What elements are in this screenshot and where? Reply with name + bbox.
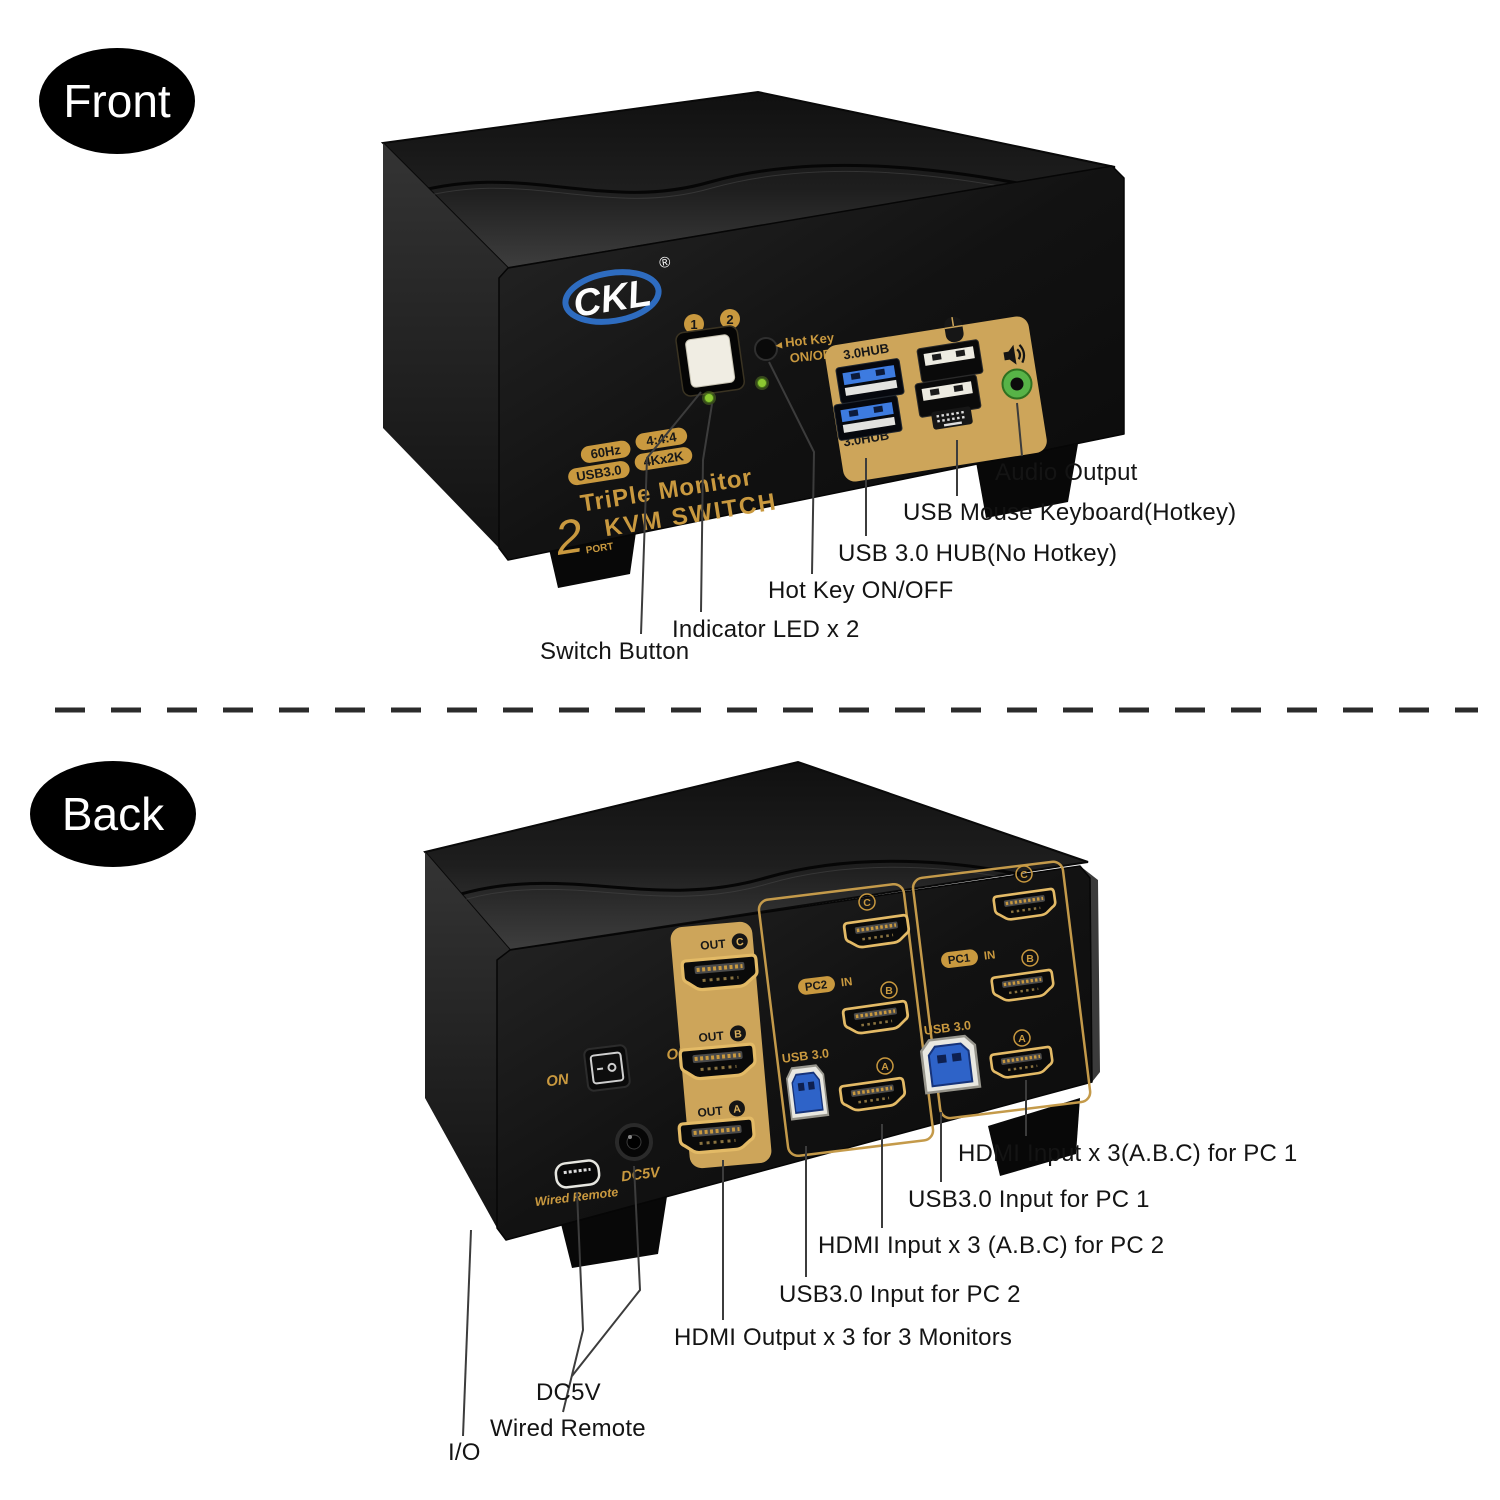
line-switch-button [640,391,702,635]
usb-kbm-port-2 [914,374,982,418]
usb-kbm-port-1 [916,339,984,383]
out-a-word: OUT [697,1104,724,1120]
dc5v-print: DC5V [620,1165,662,1186]
ckl-logo-reg: ® [658,254,672,273]
brand-port-word: PORT [585,541,614,556]
out-b-row: OUT B [698,1025,746,1045]
front-callout-lines [640,361,1023,635]
power-on-label: ON [545,1071,571,1091]
callout-dc5v: DC5V [536,1379,601,1406]
back-device-right-edge [1080,866,1100,1082]
hotkey-print-line1: Hot Key [784,330,835,350]
front-gold-panel: 3.0HUB 3.0HUB [825,316,1047,482]
pc1-letter-b: B [1026,953,1034,965]
keyboard-icon [931,406,973,430]
audio-jack [1001,368,1033,400]
pc1-badge-text: PC1 [947,952,971,967]
callout-hot-key: Hot Key ON/OFF [768,577,954,604]
out-a-row: OUT A [697,1100,745,1120]
callout-switch-button: Switch Button [540,638,690,665]
front-device: CKL ® 1 2 ◄ Hot Key ON/OFF [380,90,1125,588]
port-number-indicators: 1 2 [684,309,740,334]
pc1-panel: PC1 IN C B A USB 3.0 [911,860,1092,1120]
line-dc5v [571,1165,642,1377]
pc1-letter-c: C [1020,869,1028,881]
callout-hdmi-output: HDMI Output x 3 for 3 Monitors [674,1324,1013,1351]
front-device-left-face [383,143,508,548]
pc2-usb-b-port [784,1063,830,1121]
back-tag: Back [30,761,196,867]
back-device: ON OFF OUT C OUT B OUT [423,760,1100,1268]
usb3-hub-port-2 [833,395,903,441]
hotkey-button [754,337,778,361]
speaker-icon [1003,344,1026,365]
pc2-badge-text: PC2 [804,979,828,994]
callout-hdmi-input-pc1: HDMI Input x 3(A.B.C) for PC 1 [958,1140,1298,1167]
line-io [462,1229,472,1437]
badge-usb30: USB3.0 [575,462,622,484]
port-number-2: 2 [726,312,733,327]
line-wired-remote [562,1191,585,1413]
switch-button [675,325,746,397]
hub-label-top: 3.0HUB [842,340,890,362]
callout-usb-input-pc2: USB3.0 Input for PC 2 [779,1281,1021,1308]
callout-usb-mouse-keyboard: USB Mouse Keyboard(Hotkey) [903,499,1237,526]
callout-indicator-led: Indicator LED x 2 [672,616,860,643]
power-switch [583,1044,631,1092]
pc2-letter-b: B [885,985,893,997]
pc2-panel: PC2 IN C B A USB 3.0 [757,882,935,1158]
line-hot-key [768,361,816,575]
callout-io: I/O [448,1439,481,1466]
callout-wired-remote: Wired Remote [490,1415,646,1442]
pc1-usb-label: USB 3.0 [923,1018,972,1038]
out-b-word: OUT [698,1029,725,1045]
back-device-left-face [425,852,510,1228]
pc2-badge: PC2 IN [798,976,853,995]
out-c-row: OUT C [700,933,748,953]
front-foot-right [976,444,1078,518]
out-c-word: OUT [700,937,727,953]
badge-60hz: 60Hz [590,442,623,462]
front-tag: Front [39,48,195,154]
callout-audio-output: Audio Output [995,459,1138,486]
port-number-1: 1 [690,317,697,332]
pc2-letter-a: A [881,1061,889,1073]
front-tag-label: Front [63,75,171,127]
line-audio [1016,402,1023,457]
pc1-in-word: IN [983,949,996,962]
lid-seam [401,163,1097,202]
back-device-top-face [423,760,1089,952]
back-callout-lines [462,1080,1027,1437]
back-lid-seam [447,859,1086,900]
hotkey-arrow-icon: ◄ [773,339,785,352]
line-indicator-led [700,403,713,613]
pc2-in-word: IN [840,976,853,989]
callout-hdmi-input-pc2: HDMI Input x 3 (A.B.C) for PC 2 [818,1232,1165,1259]
back-foot-right [988,1098,1080,1176]
mouse-icon [944,316,964,343]
callout-usb-hub: USB 3.0 HUB(No Hotkey) [838,540,1118,567]
pc1-letter-a: A [1018,1033,1026,1045]
back-tag-label: Back [62,788,165,840]
indicator-leds [702,376,769,405]
dc-jack [615,1123,653,1161]
out-a-letter: A [733,1103,742,1116]
pc2-usb-label: USB 3.0 [781,1046,830,1066]
badge-4kx2k: 4Kx2K [642,448,685,469]
hdmi-out-strip: OUT C OUT B OUT A [670,921,772,1169]
pc1-badge: PC1 IN [941,949,996,968]
out-c-letter: C [736,936,745,949]
out-b-letter: B [734,1028,743,1041]
pc1-usb-b-port [918,1033,982,1095]
usb3-hub-port-1 [835,358,905,404]
pc2-letter-c: C [863,897,871,909]
wired-remote-port [554,1159,601,1189]
callout-usb-input-pc1: USB3.0 Input for PC 1 [908,1186,1150,1213]
